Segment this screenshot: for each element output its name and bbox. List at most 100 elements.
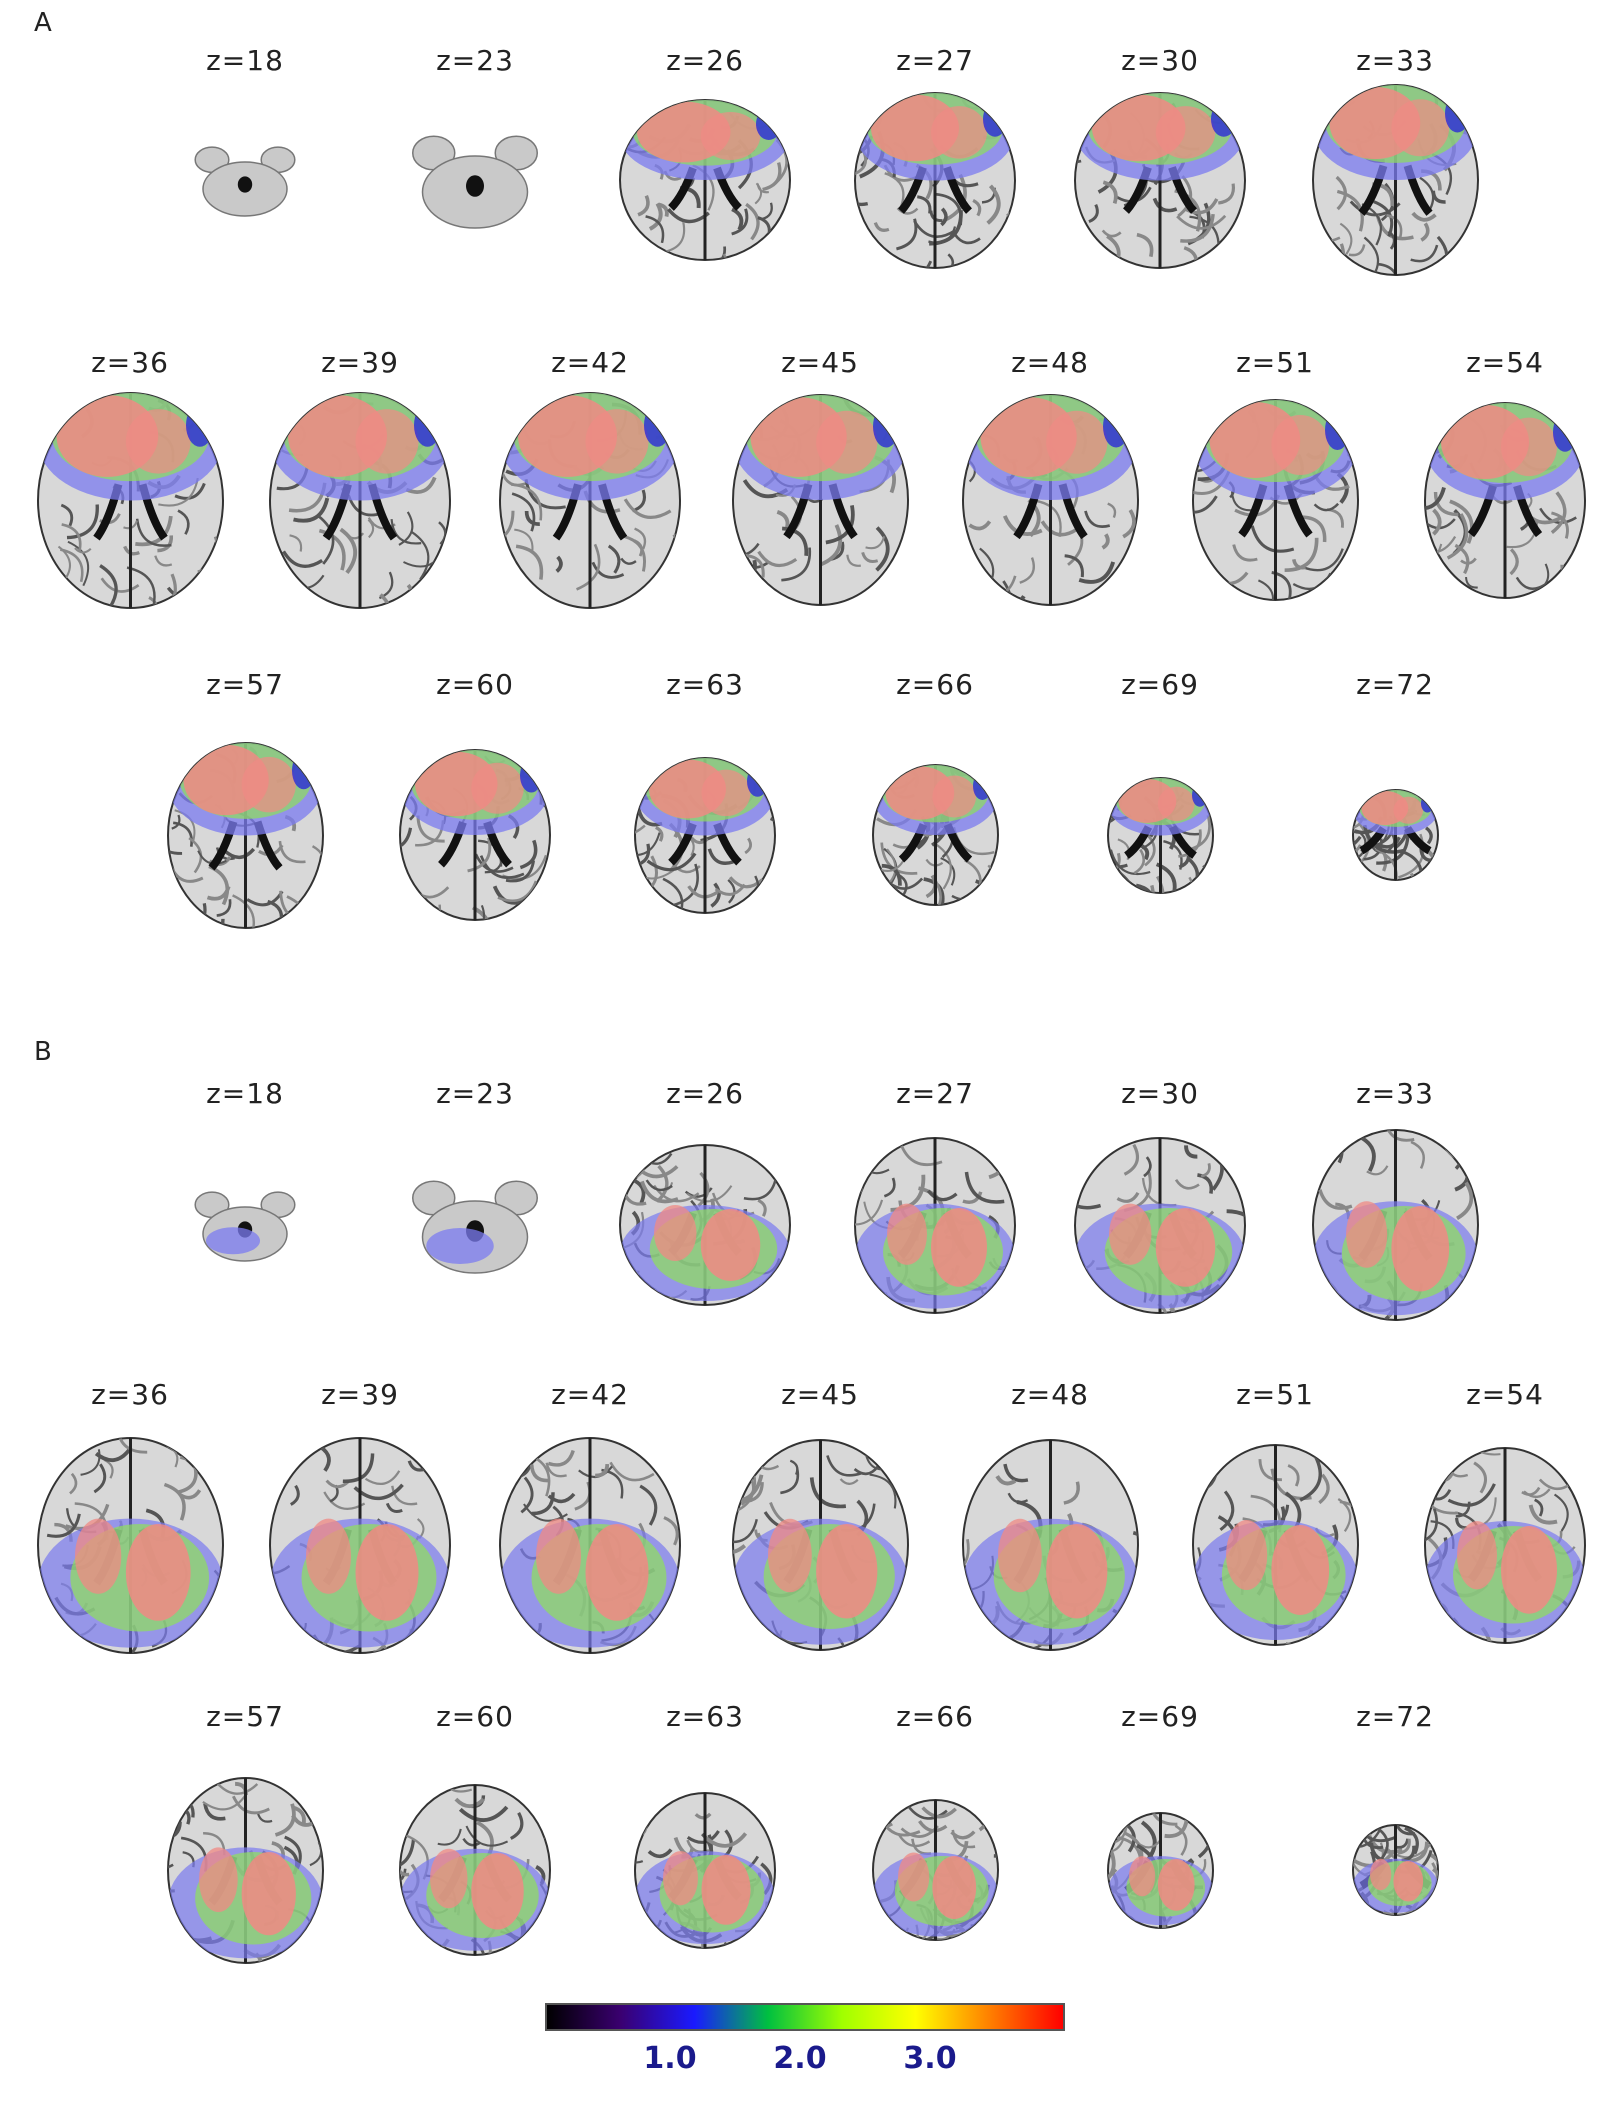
brain-slice-svg [412,1180,538,1274]
brain-slice-svg [399,1784,551,1956]
slice-label: z=33 [1356,44,1434,77]
slice-label: z=69 [1121,1700,1199,1733]
colorbar-tick: 2.0 [773,2041,827,2076]
brain-slice-svg [634,756,776,914]
slice-label: z=48 [1011,346,1089,379]
brain-slice-image [158,733,333,942]
brain-slice-image [490,1428,690,1667]
slice-label: z=45 [781,1378,859,1411]
slice-label: z=27 [896,44,974,77]
brain-slice-svg [854,1136,1016,1314]
brain-slice-svg [634,1791,776,1949]
slice-label: z=33 [1356,1077,1434,1110]
brain-slice-svg [1106,1811,1214,1929]
slice-label: z=57 [206,1700,284,1733]
slice-label: z=18 [206,44,284,77]
slice-label: z=27 [896,1077,974,1110]
slice-label: z=18 [206,1077,284,1110]
brain-slice-svg [166,1776,324,1964]
brain-slice-svg [871,764,999,906]
slice-label: z=30 [1121,1077,1199,1110]
slice-label: z=69 [1121,668,1199,701]
brain-slice-image [610,1135,800,1319]
brain-slice-image [175,125,315,239]
brain-slice-svg [854,91,1016,269]
panel-label-b: B [34,1037,52,1067]
slice-label: z=30 [1121,44,1199,77]
brain-slice-svg [412,135,538,229]
brain-slice-svg [1311,84,1479,276]
slice-label: z=39 [321,346,399,379]
brain-slice-image [1183,1435,1368,1659]
colorbar-gradient [545,2003,1065,2031]
brain-slice-image [390,1155,560,1299]
slice-label: z=26 [666,1077,744,1110]
brain-slice-image [1065,83,1255,282]
brain-slice-svg [1191,1444,1359,1646]
brain-slice-image [1098,768,1223,907]
slice-label: z=72 [1356,1700,1434,1733]
brain-slice-image [1303,1120,1488,1334]
slice-label: z=23 [436,1077,514,1110]
brain-slice-svg [194,146,296,217]
slice-label: z=66 [896,1700,974,1733]
brain-slice-image [625,748,785,927]
slice-label: z=51 [1236,1378,1314,1411]
brain-slice-image [863,1790,1008,1954]
slice-label: z=42 [551,346,629,379]
slice-label: z=39 [321,1378,399,1411]
brain-slice-image [28,383,233,622]
brain-slice-image [1343,1815,1448,1929]
slice-label: z=23 [436,44,514,77]
brain-slice-svg [961,394,1139,606]
brain-slice-image [723,1430,918,1664]
brain-slice-svg [1424,401,1586,599]
brain-slice-image [28,1428,233,1667]
brain-slice-image [390,740,560,934]
brain-slice-image [1415,393,1595,612]
brain-slice-image [845,1128,1025,1327]
brain-slice-svg [194,1191,296,1262]
brain-slice-image [158,1768,333,1977]
brain-slice-svg [36,391,224,609]
brain-slice-svg [731,394,909,606]
slice-label: z=57 [206,668,284,701]
brain-slice-image [390,1775,560,1969]
slice-label: z=60 [436,1700,514,1733]
panel-label-a: A [34,8,52,38]
slice-label: z=45 [781,346,859,379]
brain-slice-svg [1106,776,1214,894]
brain-slice-svg [961,1439,1139,1651]
brain-slice-svg [399,749,551,921]
brain-slice-image [1303,75,1488,289]
colorbar-tick: 3.0 [903,2041,957,2076]
brain-slice-svg [619,1144,791,1306]
slice-label: z=66 [896,668,974,701]
slice-label: z=72 [1356,668,1434,701]
brain-slice-image [390,110,560,254]
brain-slice-svg [1311,1129,1479,1321]
slice-label: z=36 [91,346,169,379]
brain-slice-svg [619,99,791,261]
slice-label: z=63 [666,668,744,701]
brain-slice-image [260,383,460,622]
brain-slice-image [490,383,690,622]
brain-slice-image [845,83,1025,282]
brain-slice-image [625,1783,785,1962]
brain-slice-image [723,385,918,619]
brain-slice-image [1415,1438,1595,1657]
brain-slice-svg [1191,399,1359,601]
brain-slice-svg [269,391,451,609]
brain-slice-svg [499,1436,681,1654]
brain-slice-image [610,90,800,274]
slice-label: z=54 [1466,346,1544,379]
colorbar: 1.0 2.0 3.0 [545,2003,1065,2076]
brain-slice-image [175,1170,315,1284]
brain-slice-svg [499,391,681,609]
brain-slice-svg [731,1439,909,1651]
brain-slice-image [863,755,1008,919]
slice-label: z=54 [1466,1378,1544,1411]
slice-label: z=51 [1236,346,1314,379]
slice-label: z=26 [666,44,744,77]
brain-slice-svg [269,1436,451,1654]
